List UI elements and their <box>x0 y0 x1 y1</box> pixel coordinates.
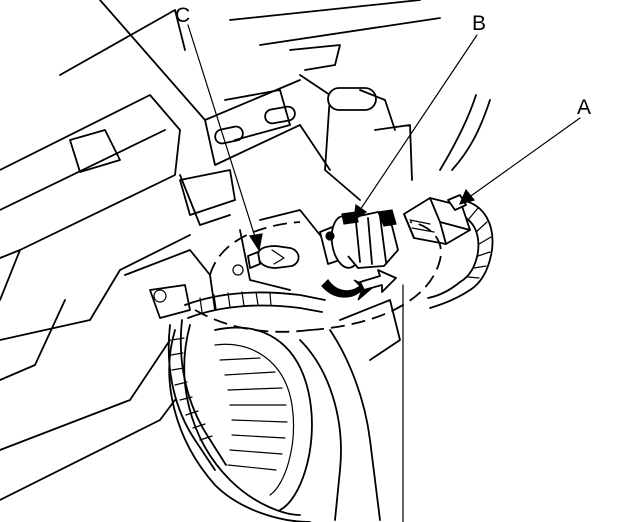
bulb-socket-b <box>319 209 399 269</box>
headlight-housing <box>168 299 401 522</box>
bulb-c <box>232 245 300 276</box>
body-panel <box>0 0 441 501</box>
connector-harness <box>427 94 494 309</box>
leader-lines <box>187 24 581 522</box>
wiring-harness <box>167 291 326 471</box>
assembly-dashed-outline <box>209 221 442 331</box>
pull-out-arrow <box>359 269 397 293</box>
callout-c: C <box>175 4 191 27</box>
callout-b: B <box>472 12 487 35</box>
connector-a <box>403 194 471 245</box>
assembly-dashed-outline-lower <box>194 309 311 333</box>
callout-a: A <box>577 96 592 119</box>
